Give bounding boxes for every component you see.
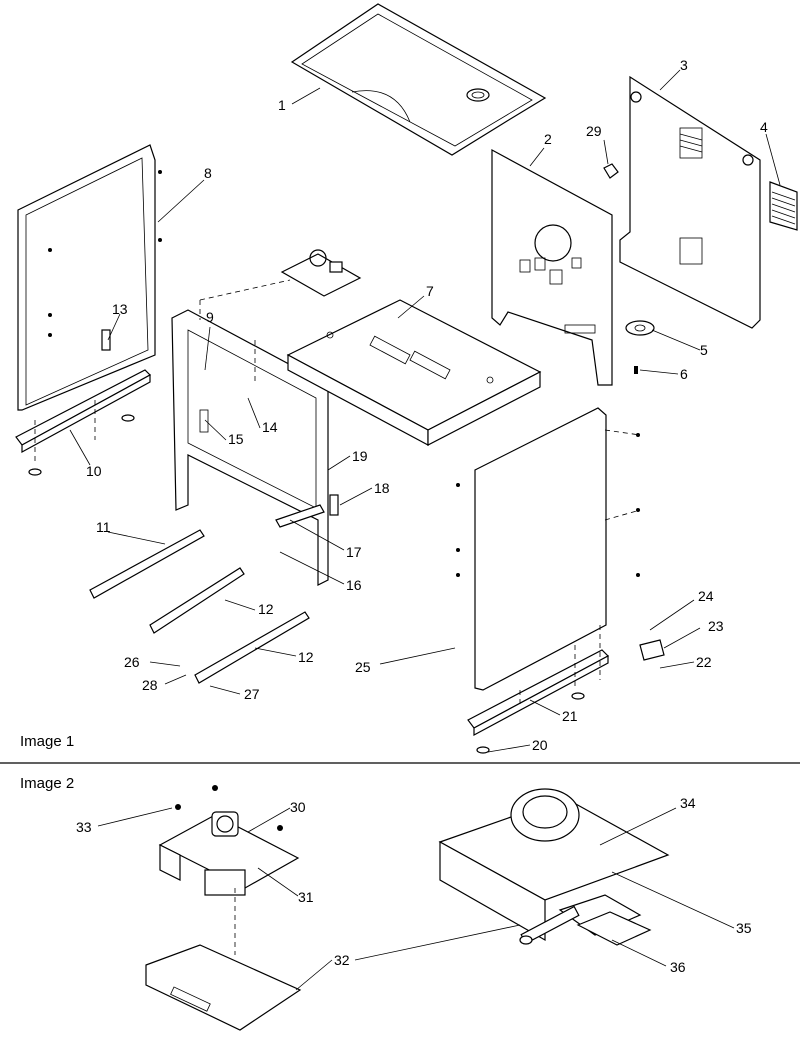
callout-15: 15 <box>228 431 244 447</box>
callout-27: 27 <box>244 686 260 702</box>
callout-31: 31 <box>298 889 314 905</box>
part-29-clip <box>603 163 619 179</box>
callout-10: 10 <box>86 463 102 479</box>
callout-5: 5 <box>700 342 708 358</box>
part-5-grommet <box>625 320 655 336</box>
part-18-bracket <box>329 494 339 516</box>
image-1-caption: Image 1 <box>20 733 74 750</box>
callout-14: 14 <box>262 419 278 435</box>
part-34-control-assembly <box>438 788 670 942</box>
callout-20: 20 <box>532 737 548 753</box>
callout-36: 36 <box>670 959 686 975</box>
part-36-bracket <box>576 911 652 946</box>
callout-2: 2 <box>544 131 552 147</box>
leader-lines-image-2 <box>97 807 735 991</box>
callout-29: 29 <box>586 123 602 139</box>
part-32-base-plate <box>145 888 302 1031</box>
callouts-image-1: 1 2 3 4 5 6 7 8 9 10 11 12 12 13 14 15 1… <box>86 57 768 753</box>
callout-23: 23 <box>708 618 724 634</box>
callout-16: 16 <box>346 577 362 593</box>
control-bracket-assembly <box>280 249 362 297</box>
callout-12a: 12 <box>258 601 274 617</box>
callout-13: 13 <box>112 301 128 317</box>
callout-30: 30 <box>290 799 306 815</box>
callout-3: 3 <box>680 57 688 73</box>
part-25-side-panel <box>456 407 640 691</box>
callout-24: 24 <box>698 588 714 604</box>
part-11-rail <box>89 529 205 599</box>
callout-33: 33 <box>76 819 92 835</box>
callout-18: 18 <box>374 480 390 496</box>
part-6-screw <box>634 366 638 374</box>
part-8-side-panel <box>17 144 162 411</box>
part-12a-rail <box>149 567 245 634</box>
part-3-rear-cover <box>619 75 761 329</box>
callout-4: 4 <box>760 119 768 135</box>
part-10-bottom-rail <box>15 369 151 476</box>
part-12b-rail <box>194 611 310 684</box>
callout-8: 8 <box>204 165 212 181</box>
image-2-caption: Image 2 <box>20 775 74 792</box>
callout-1: 1 <box>278 97 286 113</box>
callout-25: 25 <box>355 659 371 675</box>
callout-19: 19 <box>352 448 368 464</box>
callout-32: 32 <box>334 952 350 968</box>
part-7-bottom-pan <box>286 299 542 447</box>
part-17-bracket <box>275 504 325 528</box>
callouts-image-2: 33 30 31 32 34 35 36 <box>76 795 752 975</box>
callout-22: 22 <box>696 654 712 670</box>
part-23-bracket <box>639 639 665 661</box>
callout-34: 34 <box>680 795 696 811</box>
callout-12b: 12 <box>298 649 314 665</box>
part-35-shaft <box>519 905 580 945</box>
part-4-vent-cover <box>769 181 798 231</box>
leader-lines <box>69 69 781 753</box>
part-2-back-panel <box>491 148 613 386</box>
callout-9: 9 <box>206 309 214 325</box>
callout-11: 11 <box>96 519 111 535</box>
callout-6: 6 <box>680 366 688 382</box>
part-1-top-panel <box>290 3 547 156</box>
part-13-bracket <box>101 329 111 351</box>
callout-35: 35 <box>736 920 752 936</box>
callout-28: 28 <box>142 677 158 693</box>
callout-7: 7 <box>426 283 434 299</box>
callout-17: 17 <box>346 544 362 560</box>
part-21-bottom-rail <box>467 649 609 754</box>
callout-21: 21 <box>562 708 578 724</box>
alignment-lines <box>34 279 641 705</box>
part-30-motor-assembly-left <box>158 785 300 896</box>
callout-26: 26 <box>124 654 140 670</box>
